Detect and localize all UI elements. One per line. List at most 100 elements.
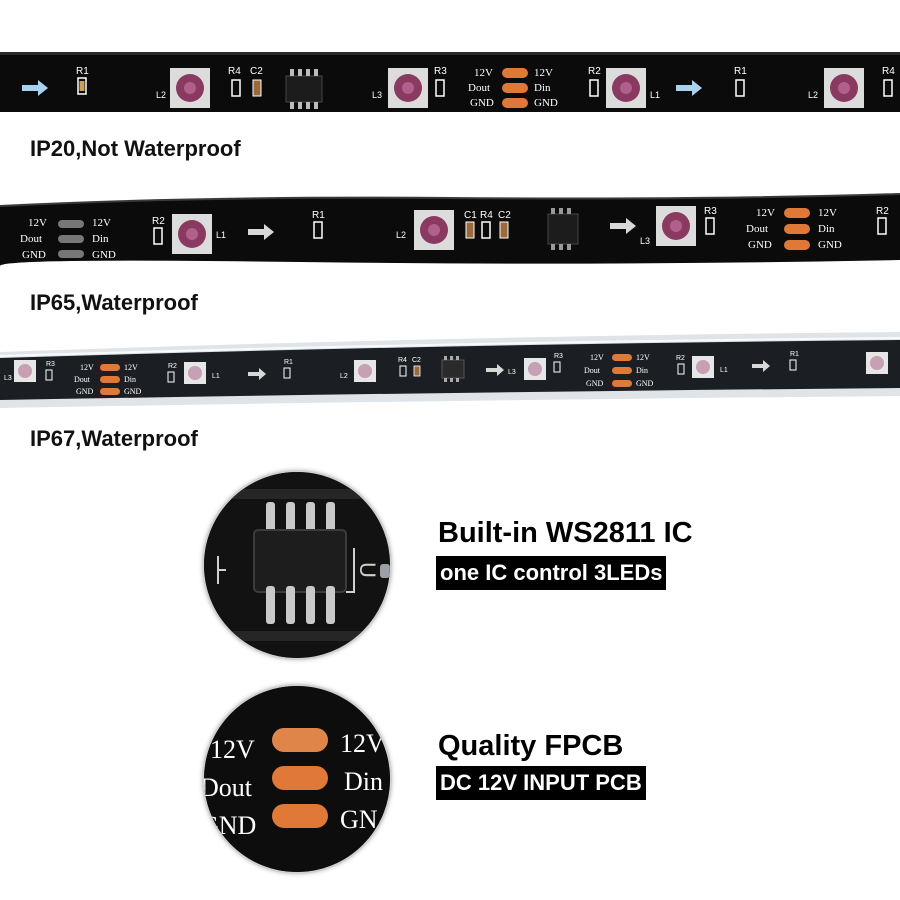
- pad-din: Din: [534, 82, 551, 94]
- silkscreen-u-mark: U: [355, 562, 380, 578]
- silk-r4: R4: [398, 357, 407, 364]
- solder-pad-12v: [612, 354, 632, 361]
- silk-l1: L1: [212, 373, 220, 380]
- silk-r1: R1: [284, 359, 293, 366]
- silk-r3: R3: [434, 66, 447, 77]
- silkscreen-mark: [217, 556, 226, 584]
- rgb-led: [172, 214, 212, 254]
- silk-r2: R2: [676, 355, 685, 362]
- pad-12v-right-label: 12V: [340, 729, 385, 758]
- pad-gnd-label: GND: [204, 811, 256, 840]
- ic-closeup: U: [204, 472, 390, 658]
- resistor-r1: [283, 367, 291, 379]
- pad-12v-left: 12V: [28, 217, 47, 229]
- silk-r1: R1: [76, 66, 89, 77]
- silk-l3: L3: [508, 369, 516, 376]
- pad-gnd-left: GND: [22, 249, 46, 261]
- silk-r1: R1: [790, 351, 799, 358]
- solder-pad-data: [58, 235, 84, 243]
- ip65-label: IP65,Waterproof: [30, 290, 198, 315]
- solder-pad-12v: [784, 208, 810, 218]
- pcb-strip: [0, 52, 900, 112]
- pad-12v-left: 12V: [80, 363, 94, 372]
- silk-r2: R2: [588, 66, 601, 77]
- ws2811-ic-chip: [441, 356, 465, 382]
- ip20-strip-photo: R1 L2 R4 C2 L3 R3 12V Dout GND 12V Din G…: [0, 52, 900, 112]
- solder-pad-data: [784, 224, 810, 234]
- resistor-r2: [153, 227, 163, 245]
- flow-arrow-icon: [22, 80, 48, 96]
- pad-12v-right: 12V: [636, 353, 650, 362]
- rgb-led: [866, 352, 888, 374]
- silk-l3: L3: [372, 90, 382, 100]
- solder-pad-12v: [100, 364, 120, 371]
- pad-12v-label: 12V: [210, 735, 255, 764]
- pad-gnd-right: GND: [92, 249, 116, 261]
- silk-c2: C2: [250, 66, 263, 77]
- silk-l1: L1: [216, 230, 226, 240]
- capacitor-c2: [499, 221, 509, 239]
- resistor-r3: [705, 217, 715, 235]
- solder-pad-gnd: [784, 240, 810, 250]
- flow-arrow-icon: [248, 368, 266, 380]
- ws2811-ic-chip: [285, 69, 323, 109]
- solder-pad-gnd: [58, 250, 84, 258]
- solder-pad-gnd: [272, 804, 328, 828]
- coating-highlight: [0, 193, 900, 207]
- solder-pad-gnd: [612, 380, 632, 387]
- solder-pad-data: [612, 367, 632, 374]
- resistor-r2: [677, 363, 685, 375]
- silk-r3: R3: [554, 353, 563, 360]
- rgb-led: [414, 210, 454, 250]
- silk-l1: L1: [650, 90, 660, 100]
- flow-arrow-icon: [752, 360, 770, 372]
- pad-din: Din: [92, 233, 109, 245]
- pad-din: Din: [636, 366, 648, 375]
- rgb-led: [14, 360, 36, 382]
- ws2811-ic-chip: [253, 529, 347, 593]
- rgb-led: [656, 206, 696, 246]
- ws2811-ic-chip: [547, 208, 579, 250]
- silk-l2: L2: [396, 230, 406, 240]
- capacitor-c2: [252, 79, 262, 97]
- pad-dout: Dout: [20, 233, 42, 245]
- resistor-r4: [399, 365, 407, 377]
- feature-ic-title: Built-in WS2811 IC: [438, 517, 693, 549]
- flow-arrow-icon: [248, 224, 274, 240]
- rgb-led: [170, 68, 210, 108]
- rgb-led: [388, 68, 428, 108]
- resistor-r4: [883, 79, 893, 97]
- ws2811-ic-zoom-photo: U: [202, 470, 392, 660]
- pad-12v-right: 12V: [92, 217, 111, 229]
- pad-din: Din: [818, 223, 835, 235]
- silk-r4: R4: [480, 210, 493, 221]
- pad-gnd-right: GND: [636, 379, 654, 388]
- resistor-r2: [167, 371, 175, 383]
- pad-gnd-left: GND: [470, 97, 494, 109]
- pad-gnd-right-label: GN: [340, 805, 378, 834]
- silk-l2: L2: [340, 373, 348, 380]
- flow-arrow-icon: [610, 218, 636, 234]
- solder-pad-12v: [502, 68, 528, 78]
- ip67-label: IP67,Waterproof: [30, 426, 198, 451]
- pad-12v-left: 12V: [474, 67, 493, 79]
- resistor-r1: [77, 77, 87, 95]
- silk-r3: R3: [46, 361, 55, 368]
- silk-r4: R4: [228, 66, 241, 77]
- silk-r2: R2: [152, 216, 165, 227]
- silk-r2: R2: [876, 206, 889, 217]
- rgb-led: [606, 68, 646, 108]
- pad-din-label: Din: [344, 767, 383, 796]
- pcb-edge: [0, 52, 900, 55]
- resistor-r2: [589, 79, 599, 97]
- pad-gnd-right: GND: [534, 97, 558, 109]
- ip20-label: IP20,Not Waterproof: [30, 136, 241, 161]
- pad-dout: Dout: [468, 82, 490, 94]
- silk-r1: R1: [312, 210, 325, 221]
- silk-r3: R3: [704, 206, 717, 217]
- solder-pad-data: [100, 376, 120, 383]
- solder-pad-gnd: [100, 388, 120, 395]
- resistor-r1: [789, 359, 797, 371]
- silk-l3: L3: [640, 236, 650, 246]
- resistor-r4: [481, 221, 491, 239]
